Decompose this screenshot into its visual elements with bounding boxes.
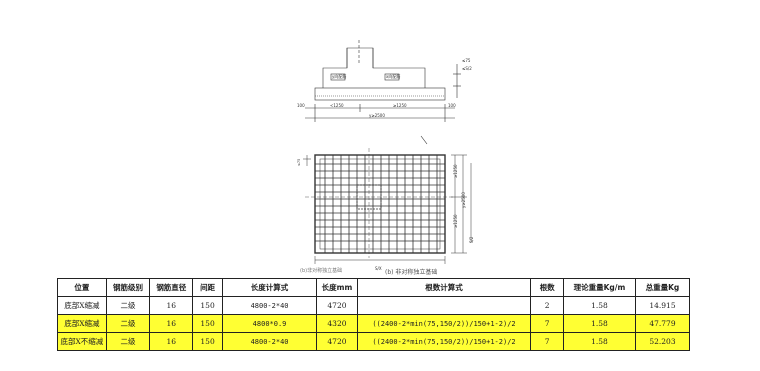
cell-total-weight: 47.779 (634, 314, 691, 333)
foundation-drawing: y向配筋 x向配筋 <1250 ≥1250 y≥2500 100 100 ≤75… (297, 40, 474, 271)
cell-count: 7 (530, 332, 564, 351)
table-row: 底部X缩减 二级 16 150 4800-2*40 4720 2 1.58 14… (57, 296, 691, 315)
table-header-row: 位置 钢筋级别 钢筋直径 间距 长度计算式 长度mm 根数计算式 根数 理论重量… (57, 278, 691, 297)
cell-length-formula: 4800*0.9 (221, 314, 318, 333)
cell-length-formula: 4800-2*40 (221, 296, 318, 315)
col-location: 位置 (57, 278, 107, 297)
col-total-weight: 总重量Kg (634, 278, 691, 297)
cell-location: 底部X缩减 (57, 314, 107, 333)
col-count: 根数 (530, 278, 564, 297)
section-label-y: y向配筋 (332, 73, 346, 79)
dim-edge-right: 100 (448, 103, 456, 108)
cell-total-weight: 14.915 (634, 296, 691, 315)
table-row: 底部X不缩减 二级 16 150 4800-2*40 4720 ((2400-2… (57, 332, 691, 351)
section-view (305, 40, 461, 145)
col-spacing: 间距 (192, 278, 223, 297)
cell-diameter: 16 (149, 296, 194, 315)
col-diameter: 钢筋直径 (149, 278, 194, 297)
cell-grade: 二级 (105, 314, 151, 333)
plan-view (303, 148, 472, 264)
cell-count-formula (356, 296, 532, 315)
plan-dim-bottom: ≥1250 (453, 214, 458, 228)
dim-left: <1250 (330, 103, 344, 108)
dim-edge-left: 100 (297, 103, 305, 108)
col-length-formula: 长度计算式 (221, 278, 318, 297)
col-unit-weight: 理论重量Kg/m (562, 278, 636, 297)
plan-dim-top: ≥1250 (453, 164, 458, 178)
col-grade: 钢筋级别 (105, 278, 151, 297)
cell-length-formula: 4800-2*40 (221, 332, 318, 351)
cell-total-weight: 52.203 (634, 332, 691, 351)
cell-count-formula: ((2400-2*min(75,150/2))/150+1-2)/2 (356, 314, 532, 333)
plan-dim-total: y≥2500 (461, 192, 466, 208)
cell-diameter: 16 (149, 314, 194, 333)
cell-unit-weight: 1.58 (562, 296, 636, 315)
cell-unit-weight: 1.58 (562, 332, 636, 351)
dim-right: ≥1250 (393, 103, 407, 108)
cell-spacing: 150 (192, 332, 223, 351)
cell-diameter: 16 (149, 332, 194, 351)
cell-location: 底部X缩减 (57, 296, 107, 315)
cell-spacing: 150 (192, 314, 223, 333)
cell-length: 4720 (316, 332, 358, 351)
cell-spacing: 150 (192, 296, 223, 315)
table-row: 底部X缩减 二级 16 150 4800*0.9 4320 ((2400-2*m… (57, 314, 691, 333)
cell-grade: 二级 (105, 296, 151, 315)
plan-dim-sx: S/X (375, 266, 382, 271)
col-length: 长度mm (316, 278, 358, 297)
dim-cover: ≤75 (462, 58, 471, 63)
cell-length: 4720 (316, 296, 358, 315)
plan-dim-cover: ≤75 (297, 159, 301, 166)
cell-unit-weight: 1.58 (562, 314, 636, 333)
section-label-x: x向配筋 (386, 73, 400, 79)
dim-total: y≥2500 (369, 113, 385, 118)
cell-grade: 二级 (105, 332, 151, 351)
dim-half-spacing: ≤S/2 (462, 66, 472, 71)
cell-length: 4320 (316, 314, 358, 333)
cell-location: 底部X不缩减 (57, 332, 107, 351)
plan-dim-half-spacing: S/2 (469, 236, 474, 243)
cell-count-formula: ((2400-2*min(75,150/2))/150+1-2)/2 (356, 332, 532, 351)
rebar-table: 位置 钢筋级别 钢筋直径 间距 长度计算式 长度mm 根数计算式 根数 理论重量… (57, 278, 691, 351)
cell-count: 2 (530, 296, 564, 315)
figure-caption: (b) 非对称独立基础 (385, 269, 438, 276)
col-count-formula: 根数计算式 (356, 278, 532, 297)
cell-count: 7 (530, 314, 564, 333)
figure-caption-left: (b)非对称独立基础 (300, 268, 343, 274)
